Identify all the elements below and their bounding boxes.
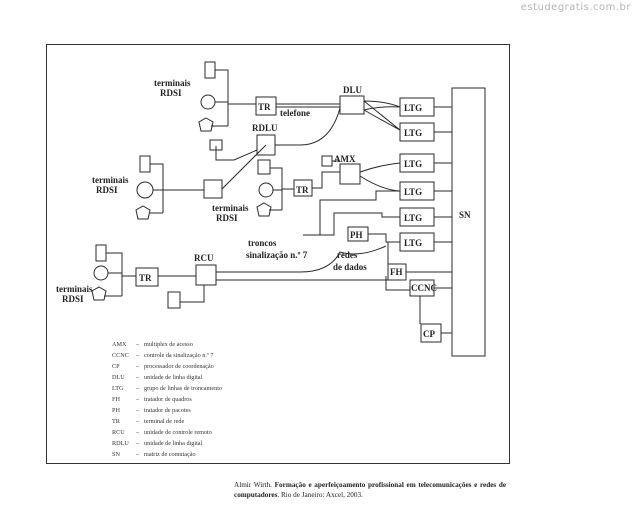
terminal-phone-3b bbox=[321, 155, 333, 167]
block-ccnc: CCNC bbox=[411, 283, 437, 293]
terminal-phone-1b bbox=[209, 139, 223, 151]
caption-author: Almir Wirth. bbox=[234, 481, 272, 489]
block-ltg-3: LTG bbox=[404, 159, 422, 169]
amx-block bbox=[339, 163, 361, 185]
legend-abbr-3: DLU bbox=[112, 374, 125, 381]
legend-desc-10: matriz de comutação bbox=[144, 451, 196, 458]
terminal-circle-1 bbox=[200, 94, 216, 110]
label-redes: redes bbox=[337, 250, 358, 260]
legend-abbr-0: AMX bbox=[112, 341, 127, 348]
label-terminais-2: terminais bbox=[92, 175, 129, 185]
label-troncos: troncos bbox=[248, 238, 277, 248]
svg-text:–: – bbox=[135, 407, 140, 414]
legend-desc-4: grupo de linhas de troncamento bbox=[144, 385, 222, 392]
dlu-block bbox=[339, 95, 365, 115]
terminal-group-1 bbox=[198, 61, 256, 132]
legend-abbr-6: PH bbox=[112, 407, 120, 414]
terminal-pentagon-3 bbox=[256, 202, 272, 217]
tr-block-3 bbox=[135, 267, 159, 287]
terminal-phone-3a bbox=[257, 159, 271, 175]
block-sn: SN bbox=[459, 210, 471, 220]
label-rdsi-3: RDSI bbox=[216, 213, 238, 223]
label-terminais-3: terminais bbox=[212, 203, 249, 213]
rcu-block bbox=[195, 264, 217, 286]
tr-block-1 bbox=[255, 96, 277, 116]
terminal-phone-1a bbox=[204, 61, 216, 79]
svg-text:–: – bbox=[135, 341, 140, 348]
terminal-phone-4a bbox=[95, 244, 107, 262]
legend-abbr-8: RCU bbox=[112, 429, 125, 436]
svg-text:–: – bbox=[135, 429, 140, 436]
block-fh: FH bbox=[390, 267, 403, 277]
label-terminais-4: terminais bbox=[56, 284, 93, 294]
label-de-dados: de dados bbox=[333, 262, 367, 272]
legend-abbr-2: CP bbox=[112, 363, 120, 370]
block-rdlu: RDLU bbox=[252, 123, 278, 133]
legend-desc-1: controle da sinalização n.º 7 bbox=[144, 352, 213, 359]
terminal-pentagon-2 bbox=[135, 205, 151, 220]
terminal-circle-4 bbox=[93, 265, 109, 281]
terminal-circle-2 bbox=[136, 181, 154, 199]
block-ph: PH bbox=[350, 230, 363, 240]
svg-text:–: – bbox=[135, 418, 140, 425]
legend-abbr-1: CCNC bbox=[112, 352, 129, 359]
legend-desc-5: tratador de quadros bbox=[144, 396, 192, 403]
svg-text:–: – bbox=[135, 451, 140, 458]
sn-block bbox=[451, 87, 486, 357]
block-rcu: RCU bbox=[194, 253, 214, 263]
label-rdsi-4: RDSI bbox=[62, 294, 84, 304]
terminal-circle-3 bbox=[258, 182, 274, 198]
svg-text:–: – bbox=[135, 440, 140, 447]
terminal-phone-4b bbox=[167, 291, 181, 309]
svg-text:–: – bbox=[135, 374, 140, 381]
rdlu-remote-block bbox=[203, 179, 223, 199]
legend-desc-0: multiplex de acesso bbox=[144, 341, 193, 348]
legend-desc-6: tratador de pacotes bbox=[144, 407, 191, 414]
block-ltg-6: LTG bbox=[404, 238, 422, 248]
label-rdsi-2: RDSI bbox=[96, 185, 118, 195]
diagram-frame bbox=[46, 44, 510, 464]
svg-text:–: – bbox=[135, 396, 140, 403]
legend-abbr-5: FH bbox=[112, 396, 120, 403]
caption-title: Formação e aperfeiçoamento profissional … bbox=[234, 481, 507, 499]
svg-text:–: – bbox=[135, 363, 140, 370]
legend-abbr-4: LTG bbox=[112, 385, 124, 392]
terminal-pentagon-1 bbox=[198, 117, 214, 132]
label-sinalizacao: sinalização n.º 7 bbox=[246, 250, 308, 260]
legend-desc-8: unidade de controle remoto bbox=[144, 429, 212, 436]
block-tr-2: TR bbox=[296, 185, 309, 195]
legend: AMX multiplex de acesso CCNC controle da… bbox=[112, 341, 222, 458]
legend-abbr-9: RDLU bbox=[112, 440, 129, 447]
label-rdsi-1: RDSI bbox=[160, 88, 182, 98]
legend-desc-7: terminal de rede bbox=[144, 418, 184, 425]
svg-text:–: – bbox=[135, 385, 140, 392]
svg-text:–: – bbox=[135, 352, 140, 359]
block-amx: AMX bbox=[334, 154, 356, 164]
terminal-phone-2a bbox=[139, 155, 151, 173]
block-dlu: DLU bbox=[343, 85, 363, 95]
block-ltg-1: LTG bbox=[404, 103, 422, 113]
label-terminais-1: terminais bbox=[154, 78, 191, 88]
watermark: estudegratis.com.br bbox=[520, 2, 631, 13]
legend-abbr-10: SN bbox=[112, 451, 120, 458]
terminal-pentagon-4 bbox=[91, 286, 107, 301]
legend-desc-3: unidade de linha digital bbox=[144, 374, 203, 381]
block-cp: CP bbox=[423, 329, 435, 339]
block-tr-1: TR bbox=[258, 102, 271, 112]
block-ltg-5: LTG bbox=[404, 213, 422, 223]
block-ltg-4: LTG bbox=[404, 187, 422, 197]
legend-desc-9: unidade de linha digital bbox=[144, 440, 203, 447]
legend-desc-2: processador de coordenação bbox=[144, 363, 214, 370]
block-tr-3: TR bbox=[139, 273, 152, 283]
block-ltg-2: LTG bbox=[404, 128, 422, 138]
label-telefone: telefone bbox=[280, 108, 310, 118]
figure-caption: Almir Wirth. Formação e aperfeiçoamento … bbox=[234, 480, 506, 500]
legend-abbr-7: TR bbox=[112, 418, 121, 425]
caption-publisher: . Rio de Janeiro: Axcel, 2003. bbox=[277, 491, 363, 499]
